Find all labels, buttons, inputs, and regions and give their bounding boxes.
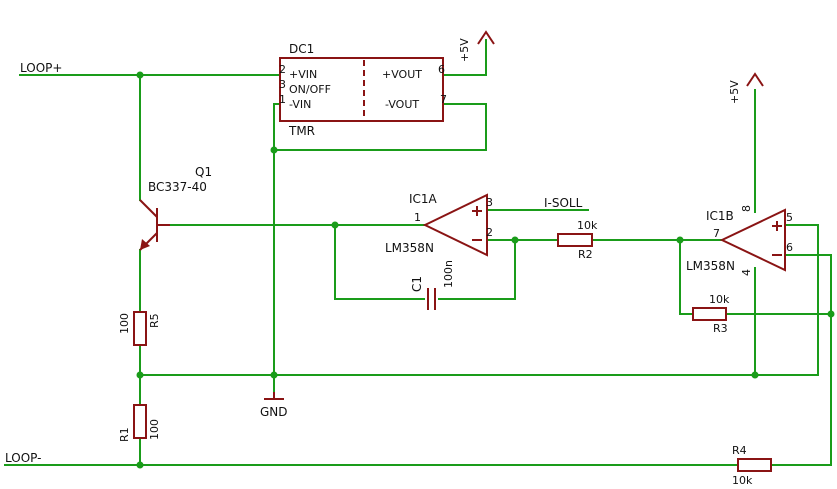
junction-dot — [136, 71, 144, 79]
q1-transistor[interactable]: Q1 BC337-40 — [139, 165, 212, 251]
r1-body — [133, 404, 147, 439]
dc1-value: TMR — [288, 124, 315, 138]
r4-resistor[interactable]: R4 10k — [732, 444, 772, 487]
ic1b-pin-plus: 5 — [786, 211, 793, 224]
q1-emitter-arrow-icon — [140, 239, 150, 250]
r4-value: 10k — [732, 474, 753, 487]
ground-symbol: GND — [260, 392, 288, 419]
dc1-name: DC1 — [289, 42, 314, 56]
junction-dot — [270, 146, 278, 154]
ic1a-pin-plus: 3 — [486, 196, 493, 209]
r5-body — [133, 311, 147, 346]
r5-name: R5 — [148, 313, 161, 328]
dc1-converter[interactable]: DC1 TMR +VIN ON/OFF -VIN +VOUT -VOUT 2 3… — [279, 42, 447, 138]
ic1b-name: IC1B — [706, 209, 734, 223]
junction-dot — [827, 310, 835, 318]
junction-dot — [751, 371, 759, 379]
supply-arrow-icon — [746, 72, 764, 87]
junction-dot — [270, 371, 278, 379]
dc1-pin-number: 7 — [440, 93, 447, 106]
r5-value: 100 — [118, 313, 131, 334]
junction-dot — [331, 221, 339, 229]
wire-c1-right — [438, 239, 516, 300]
supply-5v-1-label: +5V — [458, 38, 471, 62]
dc1-pin-vout-plus: +VOUT — [382, 68, 422, 81]
c1-value: 100n — [442, 260, 455, 288]
r2-name: R2 — [578, 248, 593, 261]
loop-minus-label: LOOP- — [5, 451, 41, 465]
r3-body — [692, 307, 727, 321]
r3-resistor[interactable]: 10k R3 — [692, 293, 730, 335]
r1-resistor[interactable]: R1 100 — [118, 404, 161, 442]
junctions — [136, 71, 835, 469]
wire-vout-plus — [442, 39, 487, 76]
wire-r3-left — [679, 239, 694, 315]
dc1-pin-number: 6 — [438, 63, 445, 76]
ic1b-value: LM358N — [686, 259, 735, 273]
ic1b-body — [719, 208, 786, 272]
ic1b-pin-gnd: 4 — [740, 269, 753, 276]
supply-arrow-icon — [477, 30, 495, 45]
r1-name: R1 — [118, 427, 131, 442]
r5-resistor[interactable]: 100 R5 — [118, 311, 161, 346]
loop-plus-label: LOOP+ — [20, 61, 62, 75]
supply-5v-2-label: +5V — [728, 80, 741, 104]
wires — [4, 39, 832, 466]
ic1a-pin-minus: 2 — [486, 226, 493, 239]
wire-vout-minus — [273, 103, 487, 151]
r2-value: 10k — [577, 219, 598, 232]
r2-resistor[interactable]: 10k R2 — [557, 219, 598, 261]
dc1-pin-number: 1 — [279, 93, 286, 106]
ic1a-body — [422, 193, 488, 257]
junction-dot — [136, 371, 144, 379]
c1-name: C1 — [410, 276, 424, 292]
ic1a-name: IC1A — [409, 192, 438, 206]
r3-name: R3 — [713, 322, 728, 335]
dc1-body — [279, 57, 444, 122]
junction-dot — [136, 461, 144, 469]
ic1b-pin-vcc: 8 — [740, 205, 753, 212]
dc1-pin-vin-minus: -VIN — [289, 98, 311, 111]
ic1a-opamp[interactable]: IC1A LM358N 1 3 2 I-SOLL — [385, 192, 583, 257]
q1-collector-lead — [139, 199, 158, 218]
ic1b-pin-minus: 6 — [786, 241, 793, 254]
dc1-pin-on-off: ON/OFF — [289, 83, 331, 96]
gnd-label: GND — [260, 405, 288, 419]
ic1b-opamp[interactable]: IC1B LM358N 7 5 6 8 4 — [686, 205, 793, 276]
wire-c1-left — [334, 224, 425, 300]
r4-body — [737, 458, 772, 472]
junction-dot — [511, 236, 519, 244]
r4-name: R4 — [732, 444, 747, 457]
r3-value: 10k — [709, 293, 730, 306]
dc1-pin-vout-minus: -VOUT — [385, 98, 419, 111]
ic1a-value: LM358N — [385, 241, 434, 255]
dc1-pin-number: 3 — [279, 78, 286, 91]
r1-value: 100 — [148, 419, 161, 440]
i-soll-label: I-SOLL — [544, 196, 583, 210]
ic1b-pin-out: 7 — [713, 227, 720, 240]
wire-ic1b-minus — [784, 254, 832, 466]
dc1-pin-vin-plus: +VIN — [289, 68, 317, 81]
r2-body — [557, 233, 593, 247]
junction-dot — [676, 236, 684, 244]
dc1-pin-number: 2 — [279, 63, 286, 76]
q1-value: BC337-40 — [148, 180, 207, 194]
supply-5v-2: +5V — [728, 72, 764, 104]
ic1a-pin-out: 1 — [414, 211, 421, 224]
supply-5v-1: +5V — [458, 30, 495, 62]
q1-name: Q1 — [195, 165, 212, 179]
wire-ic1b-plus — [784, 224, 819, 376]
c1-capacitor[interactable]: C1 100n — [410, 260, 455, 310]
